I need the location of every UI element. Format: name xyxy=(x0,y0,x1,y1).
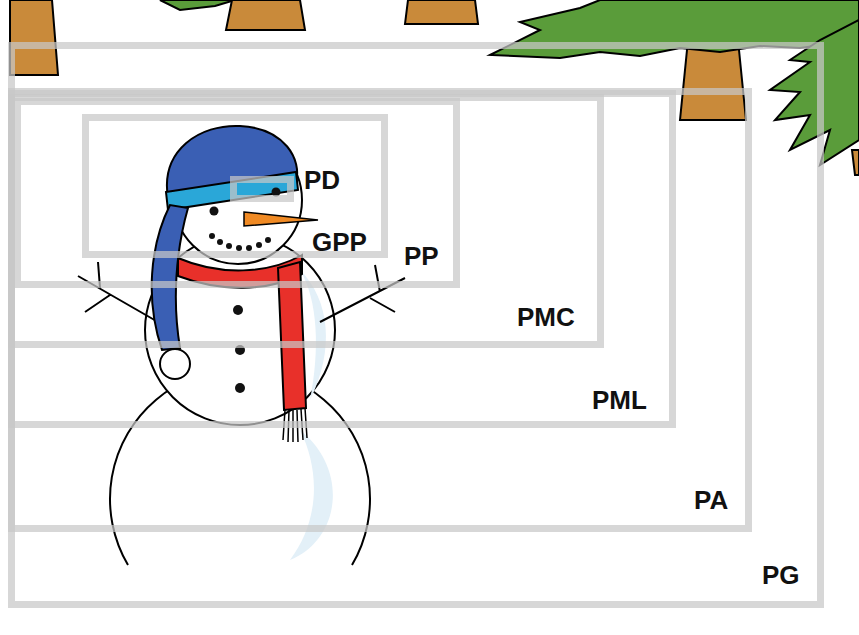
hat-tail xyxy=(152,205,188,350)
tree-trunk xyxy=(10,0,58,75)
nested-zone-box: PD GPP PP PMC PML PA PG xyxy=(8,42,824,608)
nested-zone-box: PD GPP xyxy=(82,114,388,258)
eye xyxy=(210,207,219,216)
nested-zone-box: PD GPP PP xyxy=(14,98,460,288)
stick-arm xyxy=(320,265,405,322)
zone-label: PG xyxy=(762,562,800,588)
snow-shading xyxy=(290,430,333,560)
nested-zone-box: PD xyxy=(230,176,294,202)
zone-label: PD xyxy=(304,167,340,193)
tree-trunk xyxy=(852,150,859,175)
zone-label: PP xyxy=(404,243,439,269)
tree-foliage xyxy=(490,0,859,58)
zone-label: PMC xyxy=(517,304,575,330)
nested-zone-box: PD GPP PP PMC xyxy=(8,94,604,348)
tree-trunk xyxy=(226,0,305,30)
zone-label: PML xyxy=(592,387,647,413)
stick-arm xyxy=(78,262,158,322)
mouth xyxy=(209,233,271,251)
nested-zone-box: PD GPP PP PMC PML xyxy=(8,90,676,428)
buttons xyxy=(233,305,245,393)
tree-trunk xyxy=(405,0,478,24)
nested-zone-box: PD GPP PP PMC PML PA xyxy=(8,88,752,532)
carrot-nose xyxy=(244,212,318,226)
hat-band xyxy=(166,172,298,210)
pompom xyxy=(160,349,190,379)
tree-foliage xyxy=(160,0,235,10)
zone-label: GPP xyxy=(312,229,367,255)
zone-label: PA xyxy=(694,487,728,513)
